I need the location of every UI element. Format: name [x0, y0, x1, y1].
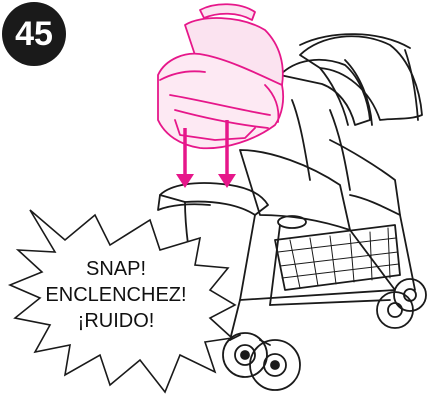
rear-wheel-right [394, 279, 426, 311]
step-number: 45 [2, 2, 66, 66]
frame [230, 215, 255, 340]
callout-line-1: SNAP! [18, 256, 214, 282]
rear-canopy [300, 36, 422, 120]
infant-car-seat [158, 4, 283, 148]
front-wheel-right [250, 340, 300, 390]
callout-line-3: ¡RUIDO! [18, 308, 214, 334]
callout-line-2: ENCLENCHEZ! [18, 282, 214, 308]
front-canopy [280, 60, 370, 125]
callout-text: SNAP! ENCLENCHEZ! ¡RUIDO! [18, 256, 214, 334]
